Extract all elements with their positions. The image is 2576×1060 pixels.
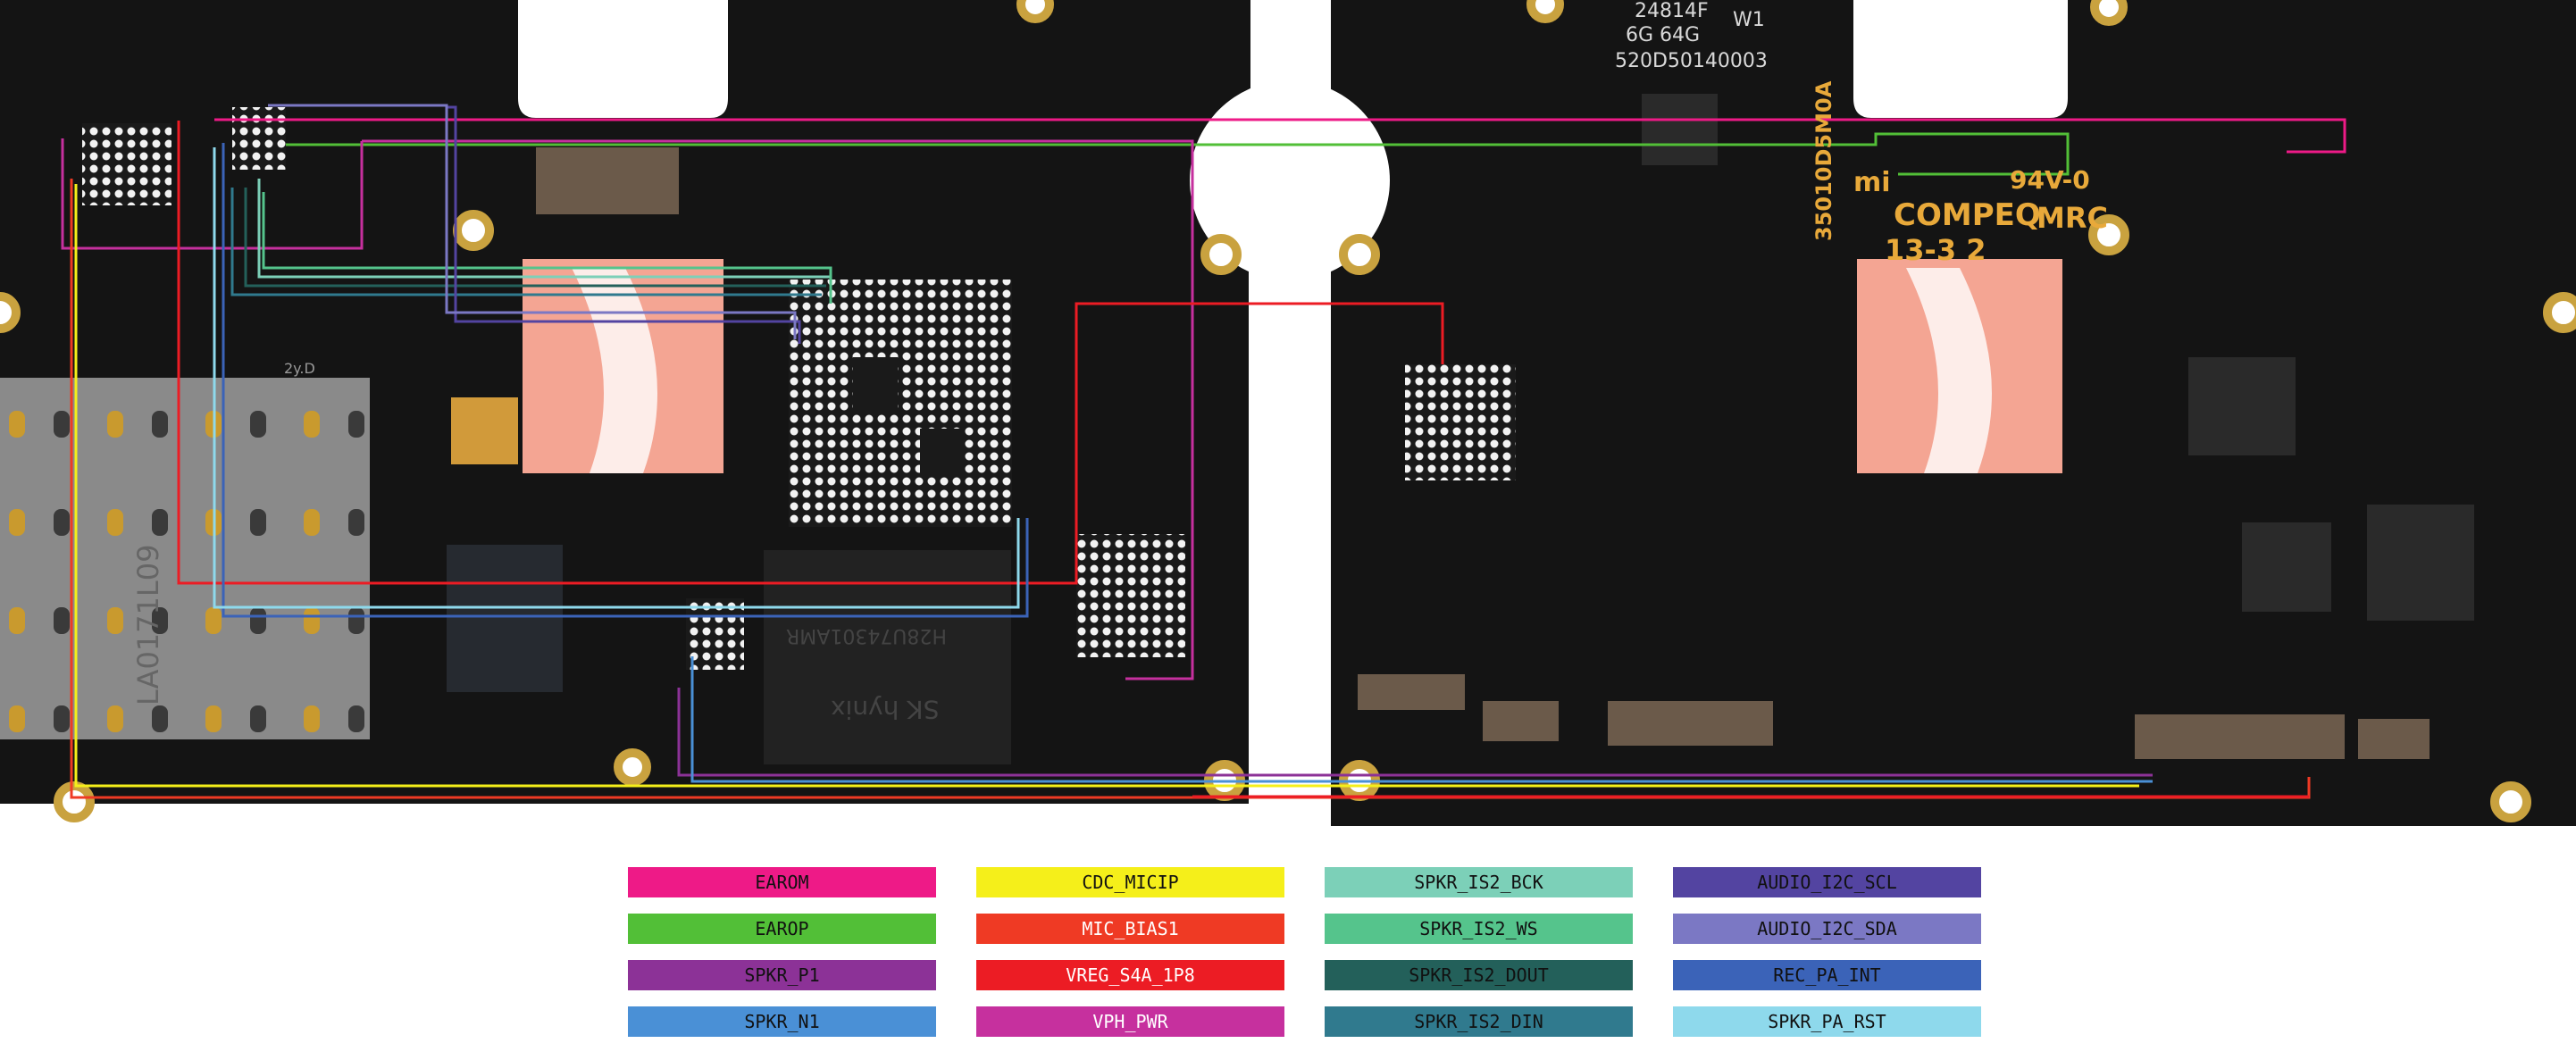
- trace-spkr-is2-bck: [257, 179, 831, 279]
- brand-logo: mi: [1853, 167, 1891, 198]
- chip: [2242, 522, 2331, 612]
- connector: [1608, 701, 1773, 746]
- chip: [1642, 94, 1718, 165]
- chip: [2367, 505, 2474, 621]
- soc-bga: [789, 280, 1012, 527]
- connector: [1483, 701, 1559, 741]
- trace-spkr-is2-dout: [244, 188, 826, 288]
- chip: [2188, 357, 2296, 455]
- legend-item-vreg-s4a-1p8: VREG_S4A_1P8: [976, 960, 1284, 990]
- legend-item-audio-i2c-scl: AUDIO_I2C_SCL: [1673, 867, 1981, 897]
- net-traces: [61, 104, 2346, 799]
- trace-vreg-s4a-1p8: [177, 121, 1444, 585]
- board-marking: W1: [1733, 9, 1765, 31]
- board-marking: H28U74301AMR: [786, 624, 947, 647]
- connector: [2358, 719, 2430, 759]
- memory-chip: [764, 550, 1011, 764]
- pcb-board-view: 24814F 6G 64G W1 520D50140003 COMPEQ MRC…: [0, 0, 2576, 839]
- trace-earop: [286, 132, 2070, 176]
- legend-item-earom: EAROM: [628, 867, 936, 897]
- board-marking: 6G 64G: [1626, 24, 1701, 46]
- connector: [536, 147, 679, 214]
- mounting-holes: [0, 0, 2576, 822]
- trace-spkr-p1: [677, 688, 2153, 777]
- legend-item-spkr-is2-bck: SPKR_IS2_BCK: [1325, 867, 1633, 897]
- legend-item-vph-pwr: VPH_PWR: [976, 1006, 1284, 1037]
- board-marking: SK hynix: [831, 695, 940, 724]
- legend-item-spkr-p1: SPKR_P1: [628, 960, 936, 990]
- small-bga: [232, 107, 286, 170]
- legend-item-earop: EAROP: [628, 914, 936, 944]
- trace-spkr-n1: [690, 656, 2153, 783]
- board-marking: MRC: [2037, 201, 2108, 235]
- trace-vph-pwr: [362, 139, 1194, 680]
- trace-vph-pwr-left: [61, 138, 364, 250]
- board-gap: [1249, 179, 1331, 839]
- board-marking: 13-3 2: [1885, 233, 1986, 267]
- right-bga: [1405, 364, 1516, 480]
- logo-shape: [572, 268, 657, 473]
- soc-void: [853, 357, 898, 411]
- legend-item-audio-i2c-sda: AUDIO_I2C_SDA: [1673, 914, 1981, 944]
- trace-audio-i2c-scl: [447, 105, 801, 344]
- codec-bga: [82, 123, 171, 205]
- board-marking: 94V-0: [2010, 165, 2090, 195]
- pmic-bga: [1076, 534, 1185, 657]
- soc-void: [920, 429, 965, 473]
- legend-item-spkr-n1: SPKR_N1: [628, 1006, 936, 1037]
- board-marking: 2y.D: [284, 360, 315, 377]
- chip: [447, 545, 563, 692]
- board-marking: 35010D5M0A: [1811, 80, 1836, 241]
- board-marking: 520D50140003: [1615, 50, 1768, 72]
- legend-item-spkr-is2-ws: SPKR_IS2_WS: [1325, 914, 1633, 944]
- trace-spkr-is2-din: [230, 188, 822, 296]
- pcb-diagram: [0, 0, 2576, 839]
- sim-tray: [0, 378, 370, 739]
- logo-shape: [1906, 268, 1992, 473]
- legend-item-spkr-is2-din: SPKR_IS2_DIN: [1325, 1006, 1633, 1037]
- board-marking: LA0171L09: [131, 544, 165, 705]
- connector: [2135, 714, 2345, 759]
- legend-item-mic-bias1: MIC_BIAS1: [976, 914, 1284, 944]
- legend-item-rec-pa-int: REC_PA_INT: [1673, 960, 1981, 990]
- trace-audio-i2c-sda: [268, 104, 797, 339]
- trace-earom: [214, 118, 2346, 154]
- trace-cdc-micip: [74, 184, 2139, 788]
- trace-rec-pa-int: [222, 143, 1029, 618]
- trace-spkr-is2-ws: [262, 192, 832, 304]
- trace-spkr-pa-rst: [213, 147, 1020, 609]
- legend-item-cdc-micip: CDC_MICIP: [976, 867, 1284, 897]
- board-marking: 24814F: [1635, 0, 1709, 22]
- legend-item-spkr-pa-rst: SPKR_PA_RST: [1673, 1006, 1981, 1037]
- connector: [1358, 674, 1465, 710]
- board-marking: COMPEQ: [1894, 197, 2041, 233]
- gold-pad: [451, 397, 518, 464]
- small-bga: [686, 598, 744, 670]
- legend-item-spkr-is2-dout: SPKR_IS2_DOUT: [1325, 960, 1633, 990]
- trace-mic-bias1: [70, 179, 2311, 799]
